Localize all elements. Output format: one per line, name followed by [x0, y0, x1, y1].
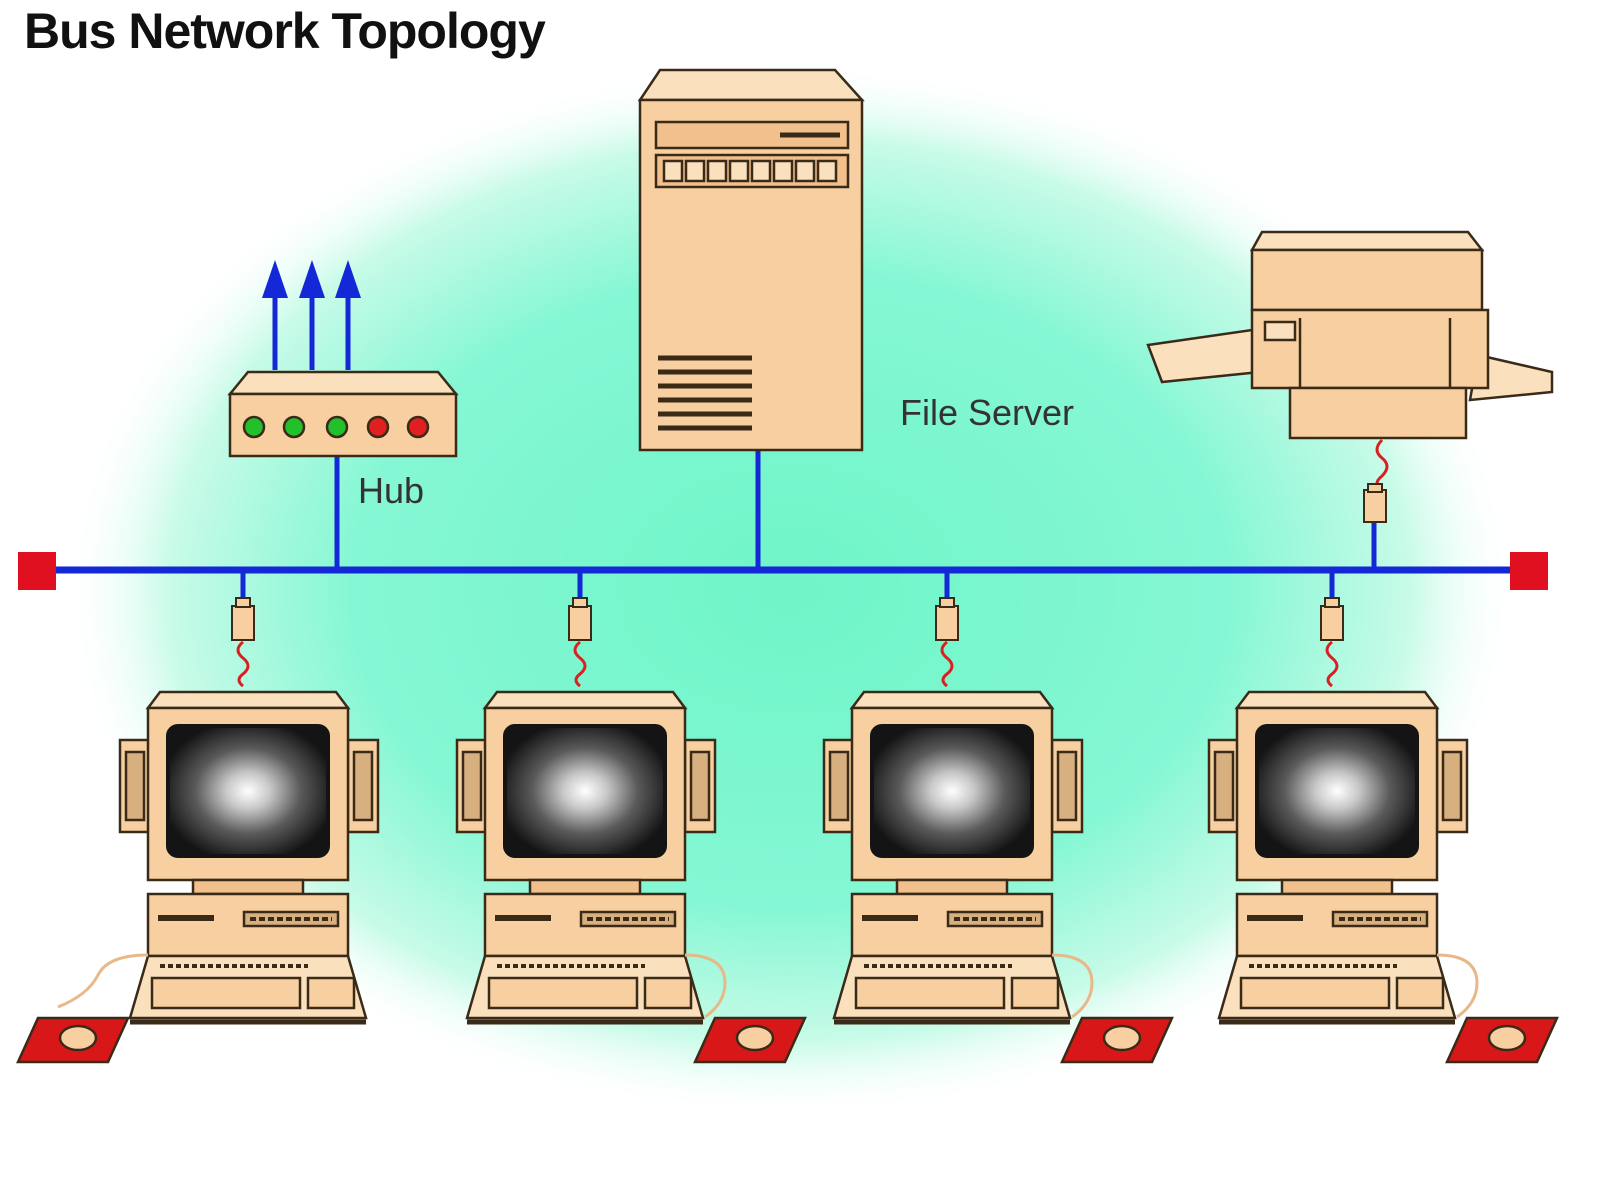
- printer-icon: [1146, 230, 1554, 440]
- workstation-icon: [1207, 572, 1559, 1064]
- hub-label: Hub: [358, 470, 425, 511]
- transceiver-icon: [935, 597, 959, 641]
- side-drive-slot: [1441, 750, 1463, 822]
- keyboard-keys-main: [854, 976, 1006, 1010]
- keyboard-keypad: [1010, 976, 1060, 1010]
- file-server-label: File Server: [900, 392, 1075, 433]
- keyboard-keys-main: [150, 976, 302, 1010]
- hub-icon: [227, 370, 459, 458]
- mouse-icon: [58, 1024, 98, 1052]
- transceiver-icon: [568, 597, 592, 641]
- mouse-icon: [1487, 1024, 1527, 1052]
- side-drive-slot: [1213, 750, 1235, 822]
- mouse-icon: [1102, 1024, 1142, 1052]
- arrow-up-icon: [335, 260, 361, 370]
- side-drive-slot: [124, 750, 146, 822]
- workstation-icon: [16, 572, 380, 1064]
- monitor-stand: [895, 878, 1009, 896]
- arrow-up-icon: [299, 260, 325, 370]
- side-drive-slot: [352, 750, 374, 822]
- workstations-group: [16, 572, 1559, 1064]
- background-glow: [60, 60, 1520, 1120]
- hub-uplink-arrows: [262, 260, 361, 370]
- monitor-screen: [870, 724, 1034, 858]
- side-drive-slot: [689, 750, 711, 822]
- monitor-top: [482, 690, 688, 710]
- keyboard-keypad: [306, 976, 356, 1010]
- transceiver-icon: [231, 597, 255, 641]
- monitor-stand: [191, 878, 305, 896]
- monitor-screen: [503, 724, 667, 858]
- terminator-icon: [18, 552, 56, 590]
- terminator-icon: [1510, 552, 1548, 590]
- side-drive-slot: [461, 750, 483, 822]
- workstation-icon: [822, 572, 1174, 1064]
- keyboard-keypad: [1395, 976, 1445, 1010]
- monitor-stand: [528, 878, 642, 896]
- transceiver-icon: [1363, 483, 1387, 523]
- monitor-screen: [1255, 724, 1419, 858]
- monitor-stand: [1280, 878, 1394, 896]
- transceiver-icon: [1320, 597, 1344, 641]
- keyboard-keys-main: [487, 976, 639, 1010]
- keyboard-keypad: [643, 976, 693, 1010]
- mouse-cable: [1436, 953, 1479, 1019]
- workstation-icon: [455, 572, 807, 1064]
- arrow-up-icon: [262, 260, 288, 370]
- file-server-icon: [637, 68, 865, 452]
- monitor-screen: [166, 724, 330, 858]
- mouse-cable: [57, 953, 149, 1009]
- diagram-title: Bus Network Topology: [24, 3, 546, 59]
- network-cable: [1325, 640, 1339, 688]
- mouse-cable: [1051, 953, 1094, 1019]
- side-drive-slot: [1056, 750, 1078, 822]
- side-drive-slot: [828, 750, 850, 822]
- network-cable: [236, 640, 250, 688]
- network-cable: [940, 640, 954, 688]
- monitor-top: [145, 690, 351, 710]
- mouse-cable: [684, 953, 727, 1019]
- keyboard-keys-main: [1239, 976, 1391, 1010]
- bus-drop-lines: [334, 450, 1377, 570]
- mouse-icon: [735, 1024, 775, 1052]
- network-cable: [573, 640, 587, 688]
- monitor-top: [849, 690, 1055, 710]
- monitor-top: [1234, 690, 1440, 710]
